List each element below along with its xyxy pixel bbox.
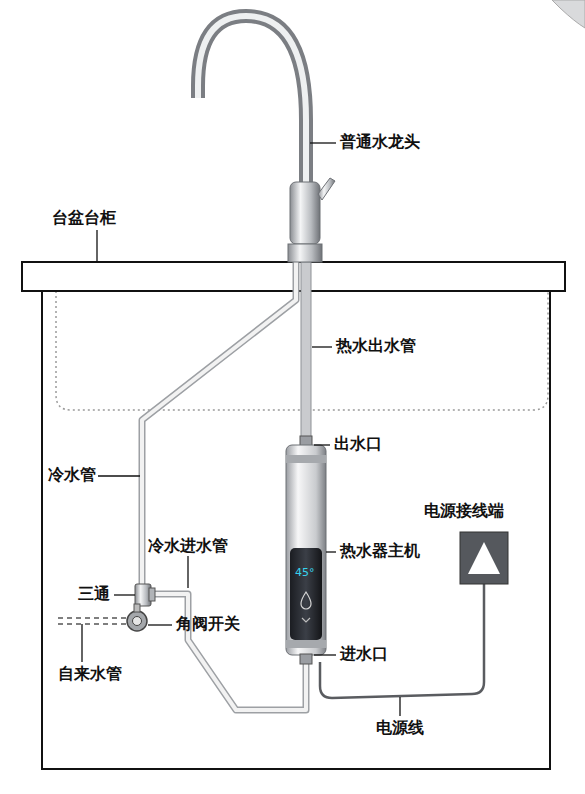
part-label: 热水器主机 [340,543,420,559]
heater-body [286,445,326,655]
shower-fragment [552,0,585,28]
tap-pipe [58,623,126,625]
faucet-base [288,244,322,262]
cold-pipe-core [142,262,296,590]
terminal-symbol [468,542,500,574]
power-cable [320,584,484,698]
hot-pipe [301,262,311,440]
leader-lines [82,143,400,716]
cold-pipe [142,262,296,590]
down-icon [302,618,310,622]
part-label: 台盆台柜 [52,210,116,226]
heater-panel [290,548,322,640]
part-label: 三通 [78,586,110,602]
inlet-fitting [300,654,312,664]
leader-line [114,594,135,595]
part-label: 电源接线端 [424,503,504,519]
part-label: 冷水管 [48,467,96,483]
part-label: 进水口 [340,646,388,662]
leader-line [81,624,82,662]
angle-valve [127,611,147,631]
part-label: 角阀开关 [176,616,240,632]
tee-fitting [149,588,155,601]
heater-band [286,455,326,463]
water-drop-icon [301,592,311,609]
leader-line [326,551,336,552]
leader-line [148,624,172,625]
faucet-body [290,182,320,244]
angle-valve [133,617,142,626]
display-reading: 45° [295,567,315,578]
power-terminal [460,532,508,584]
leader-line [98,475,140,476]
part-label: 出水口 [334,436,382,452]
angle-valve [134,604,140,612]
leader-line [187,556,188,588]
leader-line [399,697,400,716]
leader-line [312,346,332,347]
heater-band [286,640,326,648]
cabinet-outline [42,291,550,769]
part-label: 普通水龙头 [340,134,420,150]
part-label: 自来水管 [58,666,122,682]
part-label: 冷水进水管 [148,538,228,554]
faucet-handle [318,178,335,200]
part-label: 电源线 [376,720,424,736]
inlet-pipe-core [150,594,306,710]
leader-line [314,444,330,445]
leader-line [314,654,336,655]
part-label: 热水出水管 [336,338,416,354]
leader-line [310,142,336,143]
tap-pipe [58,617,126,619]
leader-line [96,230,97,262]
inlet-pipe [150,594,306,710]
